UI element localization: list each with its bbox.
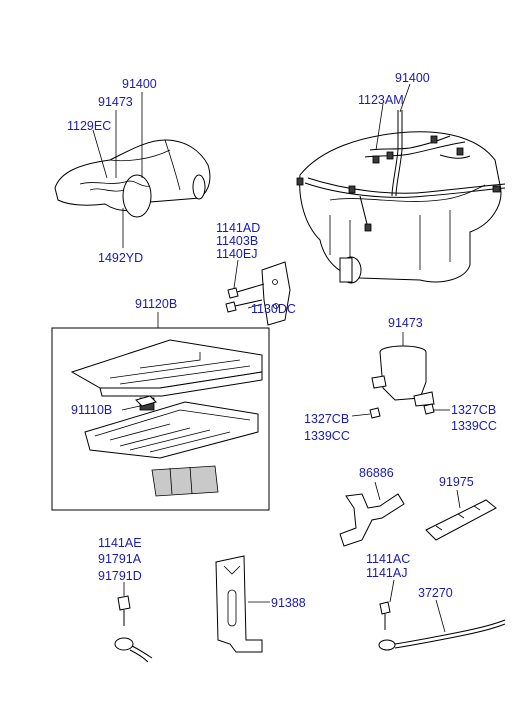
label-1130DC: 1130DC <box>251 302 296 316</box>
protector-illustration <box>351 332 450 419</box>
label-engine-1123AM: 1123AM <box>358 93 404 107</box>
bracket-bolt-illustration <box>225 259 291 326</box>
car-illustration <box>54 92 211 248</box>
label-car-1129EC: 1129EC <box>67 119 111 133</box>
label-91791D: 91791D <box>98 569 142 583</box>
engine-harness-illustration <box>296 83 506 284</box>
junction-box-assembly <box>51 312 270 511</box>
label-1141AE: 1141AE <box>98 536 142 550</box>
label-1339CC-right: 1339CC <box>451 419 497 433</box>
label-1141AJ: 1141AJ <box>366 566 407 580</box>
label-86886: 86886 <box>359 466 394 480</box>
label-1141AD: 1141AD <box>216 221 260 235</box>
ground-bolt-illustration <box>114 582 153 663</box>
bracket-86886-illustration <box>339 481 405 547</box>
label-1141AC: 1141AC <box>366 552 410 566</box>
label-11403B: 11403B <box>216 234 258 248</box>
label-car-91400: 91400 <box>122 77 157 91</box>
label-1327CB-right: 1327CB <box>451 403 496 417</box>
label-car-1492YD: 1492YD <box>98 251 143 265</box>
label-car-91473: 91473 <box>98 95 133 109</box>
label-1327CB-left: 1327CB <box>304 412 349 426</box>
label-37270: 37270 <box>418 586 453 600</box>
bracket-91388-illustration <box>215 555 270 653</box>
label-1140EJ: 1140EJ <box>216 247 257 261</box>
label-91388: 91388 <box>271 596 306 610</box>
bracket-91975-illustration <box>425 489 497 541</box>
label-protector-91473: 91473 <box>388 316 423 330</box>
label-91975: 91975 <box>439 475 474 489</box>
label-engine-91400: 91400 <box>395 71 430 85</box>
label-1339CC-left: 1339CC <box>304 429 350 443</box>
label-91120B: 91120B <box>135 297 177 311</box>
label-91791A: 91791A <box>98 552 142 566</box>
label-91110B: 91110B <box>71 403 112 417</box>
cable-37270-illustration <box>378 579 506 651</box>
